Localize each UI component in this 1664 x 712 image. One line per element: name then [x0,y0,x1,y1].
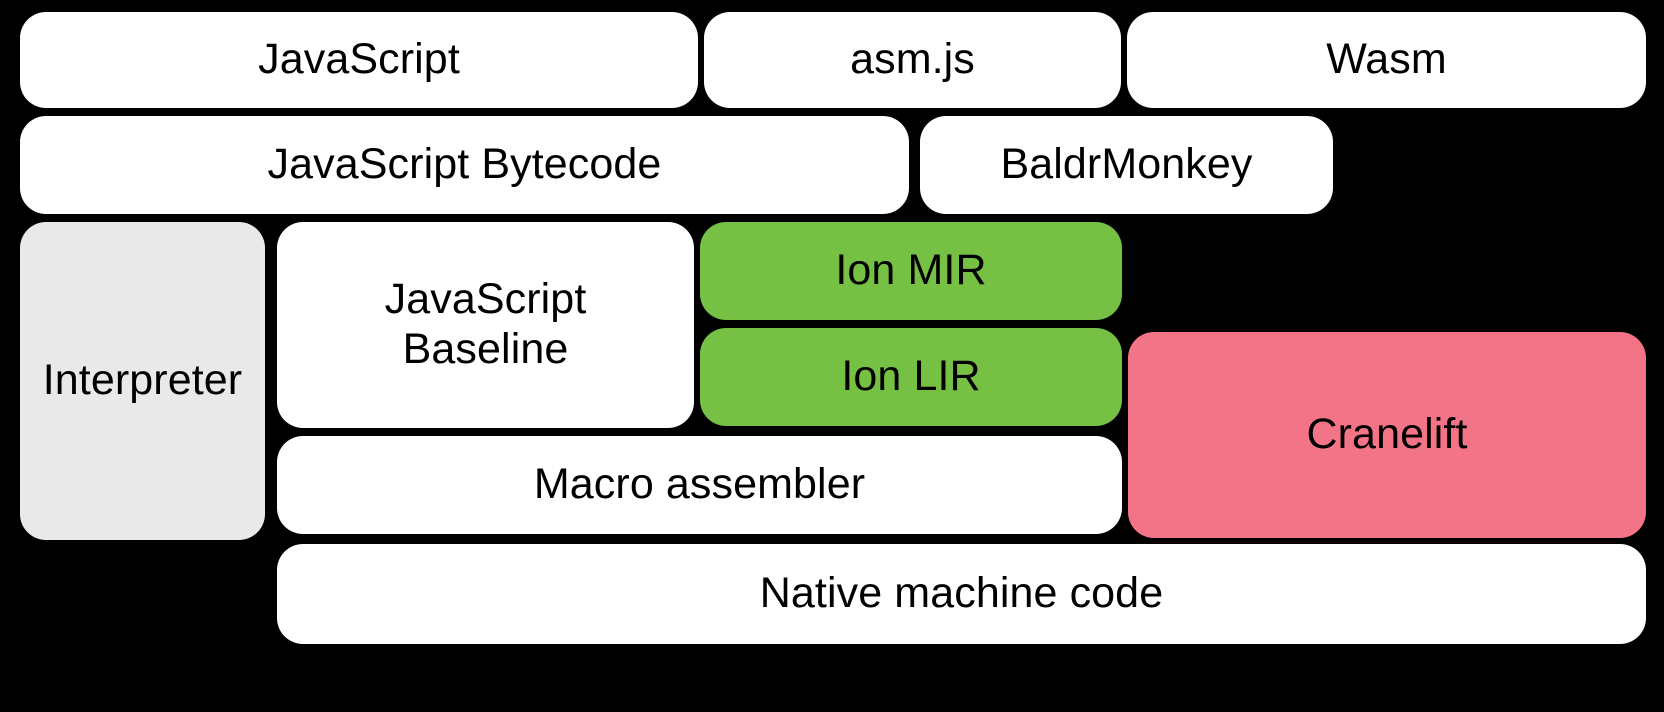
node-wasm: Wasm [1127,12,1646,108]
node-interpreter: Interpreter [20,222,265,540]
node-baldrmonkey: BaldrMonkey [920,116,1333,214]
node-cranelift: Cranelift [1128,332,1646,538]
node-asmjs: asm.js [704,12,1121,108]
node-ion-lir: Ion LIR [700,328,1122,426]
node-ion-mir: Ion MIR [700,222,1122,320]
node-native-machine-code: Native machine code [277,544,1646,644]
node-macro-assembler: Macro assembler [277,436,1122,534]
node-javascript: JavaScript [20,12,698,108]
node-javascript-bytecode: JavaScript Bytecode [20,116,909,214]
node-javascript-baseline: JavaScript Baseline [277,222,694,428]
